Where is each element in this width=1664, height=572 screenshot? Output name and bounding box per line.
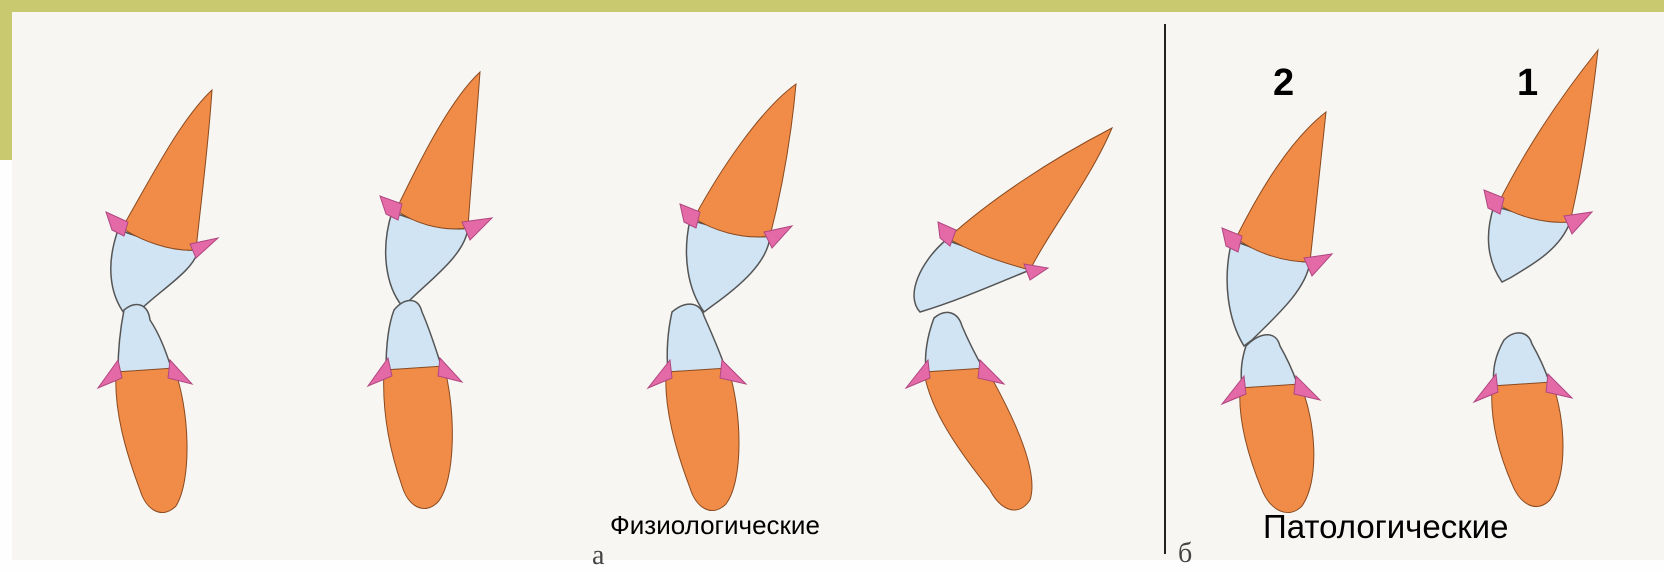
lower-crown-p1 xyxy=(1493,333,1550,386)
lower-root-p1 xyxy=(1492,382,1563,507)
teeth-diagram: .or { fill: #f08c48; stroke: #8a4a20; st… xyxy=(0,0,1664,560)
lower-root-2 xyxy=(384,366,453,509)
tooth-pair-pathological-2 xyxy=(1222,112,1332,513)
section-divider xyxy=(1164,24,1166,554)
lower-crown-p2 xyxy=(1241,335,1298,388)
lower-root-4 xyxy=(924,368,1032,510)
tooth-pair-3 xyxy=(648,84,796,511)
lower-crown-3 xyxy=(667,304,726,372)
upper-gum-left-3 xyxy=(680,204,700,228)
panel-letter-a: а xyxy=(592,540,604,572)
lower-crown-1 xyxy=(118,305,172,372)
upper-root-2 xyxy=(396,72,480,229)
upper-gum-right-4 xyxy=(1024,264,1048,280)
upper-root-p2 xyxy=(1236,112,1326,262)
upper-root-p1 xyxy=(1498,50,1598,222)
lower-crown-2 xyxy=(386,301,442,371)
tooth-pair-2 xyxy=(368,72,492,509)
tooth-number-1: 1 xyxy=(1517,62,1538,105)
lower-root-p2 xyxy=(1240,384,1314,513)
tooth-pair-pathological-1 xyxy=(1474,50,1598,507)
upper-root-4 xyxy=(948,128,1112,270)
upper-gum-left-1 xyxy=(106,212,128,236)
upper-gum-right-p1 xyxy=(1564,212,1592,234)
upper-gum-right-p2 xyxy=(1304,254,1332,276)
panel-letter-b: б xyxy=(1178,538,1192,570)
tooth-pair-1 xyxy=(98,90,218,513)
upper-gum-left-2 xyxy=(380,196,402,220)
lower-root-3 xyxy=(666,368,739,511)
tooth-number-2: 2 xyxy=(1273,62,1294,105)
lower-crown-4 xyxy=(925,312,984,372)
upper-root-3 xyxy=(694,84,796,237)
caption-pathological: Патологические xyxy=(1263,508,1508,546)
tooth-pair-4 xyxy=(906,128,1112,510)
upper-root-1 xyxy=(122,90,212,250)
upper-gum-left-p1 xyxy=(1484,190,1504,214)
lower-root-1 xyxy=(116,368,187,513)
caption-physiological: Физиологические xyxy=(610,510,820,541)
